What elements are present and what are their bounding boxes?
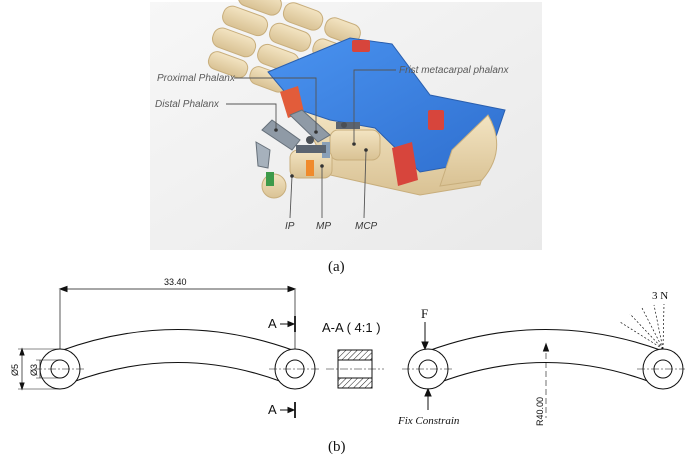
dimension-diameter-outer: Ø5 bbox=[10, 364, 20, 376]
radius-label: R40.00 bbox=[535, 397, 545, 426]
section-view bbox=[326, 349, 384, 389]
force-label: F bbox=[421, 306, 428, 321]
label-first-metacarpal: Frist metacarpal phalanx bbox=[399, 65, 509, 76]
caption-b: (b) bbox=[328, 439, 346, 455]
label-ip: IP bbox=[285, 221, 295, 232]
link-drawing-right bbox=[402, 303, 685, 418]
label-distal-phalanx: Distal Phalanx bbox=[155, 99, 220, 110]
label-mp: MP bbox=[316, 221, 331, 232]
strap bbox=[280, 86, 304, 118]
section-title: A-A ( 4:1 ) bbox=[322, 320, 381, 335]
annotation-leaders bbox=[226, 69, 396, 219]
constraint-label: Fix Constrain bbox=[397, 415, 460, 427]
load-label: 3 N bbox=[652, 290, 668, 302]
link-drawing-left bbox=[18, 285, 321, 418]
dimension-diameter-inner: Ø3 bbox=[29, 364, 39, 376]
section-marker-top: A bbox=[268, 316, 277, 331]
strap bbox=[428, 110, 444, 130]
label-proximal-phalanx: Proximal Phalanx bbox=[157, 73, 236, 84]
label-mcp: MCP bbox=[355, 221, 378, 232]
panel-a-render: Proximal Phalanx Distal Phalanx Frist me… bbox=[150, 0, 542, 250]
caption-a: (a) bbox=[328, 259, 345, 275]
strap bbox=[352, 40, 370, 52]
palm-end bbox=[439, 114, 498, 187]
section-marker-bottom: A bbox=[268, 402, 277, 417]
annotation-dots bbox=[274, 128, 368, 178]
strap bbox=[392, 142, 418, 186]
dimension-length: 33.40 bbox=[164, 277, 187, 287]
